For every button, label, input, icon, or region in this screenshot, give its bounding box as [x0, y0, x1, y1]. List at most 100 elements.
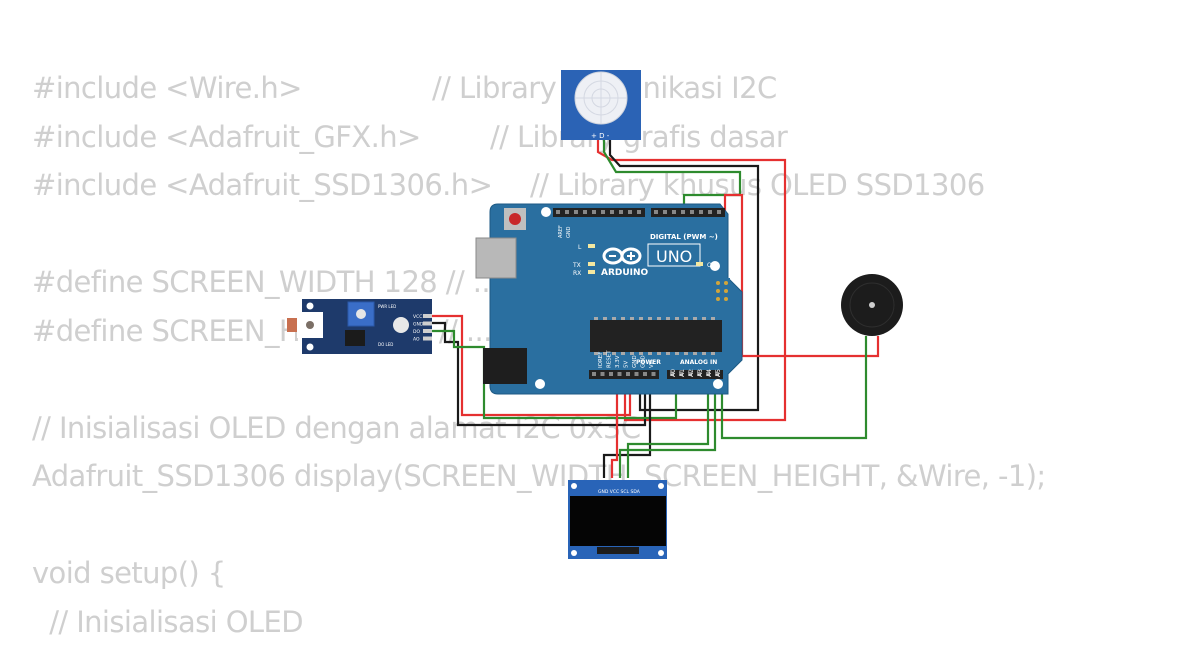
header-pin [699, 210, 703, 214]
chip-leg [639, 352, 643, 355]
header-pin [565, 210, 569, 214]
arduino-uno[interactable]: DIGITAL (PWM ~) AREF GND L TX RX ARDUINO… [476, 204, 742, 394]
sensor-pin-label: VCC [413, 314, 422, 320]
sensor-pin [423, 314, 432, 318]
oled-mount-hole [571, 483, 577, 489]
power-pin-label: RESET [607, 350, 613, 368]
header-pin [618, 372, 622, 376]
analog-pin-label: A0 [670, 369, 677, 377]
header-pin [626, 372, 630, 376]
analog-pin-label: A2 [688, 369, 695, 377]
chip-leg [603, 317, 607, 320]
header-pin [610, 210, 614, 214]
arduino-brand: ARDUINO [601, 268, 649, 278]
chip-leg [711, 352, 715, 355]
wire-buzzer-pos[interactable] [725, 195, 878, 356]
power-pin-label: 3.3V [615, 355, 621, 368]
analog-pin-label: A4 [706, 369, 713, 377]
header-pin [643, 372, 647, 376]
buzzer[interactable] [841, 274, 903, 336]
header-pin [717, 210, 721, 214]
chip-leg [657, 352, 661, 355]
chip-leg [693, 352, 697, 355]
sensor-mount-hole [307, 303, 314, 310]
power-header [589, 370, 659, 379]
chip-leg [702, 352, 706, 355]
header-pin [690, 210, 694, 214]
wire-buzzer-neg[interactable] [722, 336, 866, 438]
header-pin [652, 372, 656, 376]
chip-leg [639, 317, 643, 320]
usb-port [476, 238, 516, 278]
analog-pin-label: A3 [697, 369, 704, 377]
led-tx [588, 262, 595, 266]
oled-screen [570, 496, 666, 546]
wire-pir-out[interactable] [604, 138, 740, 212]
chip-leg [648, 317, 652, 320]
header-pin [601, 210, 605, 214]
sensor-led1-label: PWR LED [378, 304, 396, 309]
chip-leg [630, 317, 634, 320]
header-pin [628, 210, 632, 214]
power-pin-label: Vin [649, 359, 655, 368]
chip-leg [675, 317, 679, 320]
chip-leg [702, 317, 706, 320]
microcontroller-chip [590, 320, 722, 352]
gnd-label: GND [566, 226, 572, 238]
chip-leg [612, 352, 616, 355]
oled-display[interactable]: GND VCC SCL SDA [568, 480, 667, 559]
header-pin [637, 210, 641, 214]
header-pin [583, 210, 587, 214]
sensor-led2-label: DO LED [378, 342, 393, 347]
pir-sensor[interactable]: + D - [561, 70, 641, 140]
chip-leg [684, 352, 688, 355]
header-pin [609, 372, 613, 376]
comparator-chip [345, 330, 365, 346]
led-l [588, 244, 595, 248]
mounting-hole [541, 207, 551, 217]
oled-mount-hole [658, 483, 664, 489]
chip-leg [621, 317, 625, 320]
pir-pins-label: + D - [591, 132, 610, 140]
sensor-pin [423, 329, 432, 333]
header-pin [592, 210, 596, 214]
sensor-pin-label: DO [413, 329, 420, 335]
mounting-hole [535, 379, 545, 389]
header-pin [556, 210, 560, 214]
led-on-label: ON [707, 262, 716, 269]
icsp-header [714, 278, 730, 302]
chip-leg [675, 352, 679, 355]
chip-leg [666, 352, 670, 355]
digital-label: DIGITAL (PWM ~) [650, 233, 718, 241]
sensor-probe [287, 318, 297, 332]
sensor-pin-label: GND [413, 322, 424, 328]
reset-button[interactable] [509, 213, 521, 225]
chip-leg [648, 352, 652, 355]
circuit-diagram: DIGITAL (PWM ~) AREF GND L TX RX ARDUINO… [0, 0, 1200, 630]
led-on [696, 262, 703, 266]
led-rx-label: RX [573, 270, 581, 277]
chip-leg [666, 317, 670, 320]
chip-leg [711, 317, 715, 320]
header-pin [619, 210, 623, 214]
oled-mount-hole [658, 550, 664, 556]
analog-pin-label: A5 [715, 369, 722, 377]
led-tx-label: TX [572, 262, 581, 269]
analog-pin-label: A1 [679, 369, 686, 377]
header-pin [635, 372, 639, 376]
arduino-model: UNO [656, 247, 692, 266]
chip-leg [612, 317, 616, 320]
power-pin-label: GND [641, 355, 647, 368]
sensor-element [306, 321, 314, 329]
header-pin [592, 372, 596, 376]
header-pin [681, 210, 685, 214]
power-pin-label: GND [632, 355, 638, 368]
oled-mount-hole [571, 550, 577, 556]
power-jack [483, 348, 527, 384]
sensor-led [393, 317, 409, 333]
power-pin-label: IOREF [598, 352, 604, 368]
buzzer-hole [869, 302, 875, 308]
chip-leg [684, 317, 688, 320]
chip-leg [594, 317, 598, 320]
